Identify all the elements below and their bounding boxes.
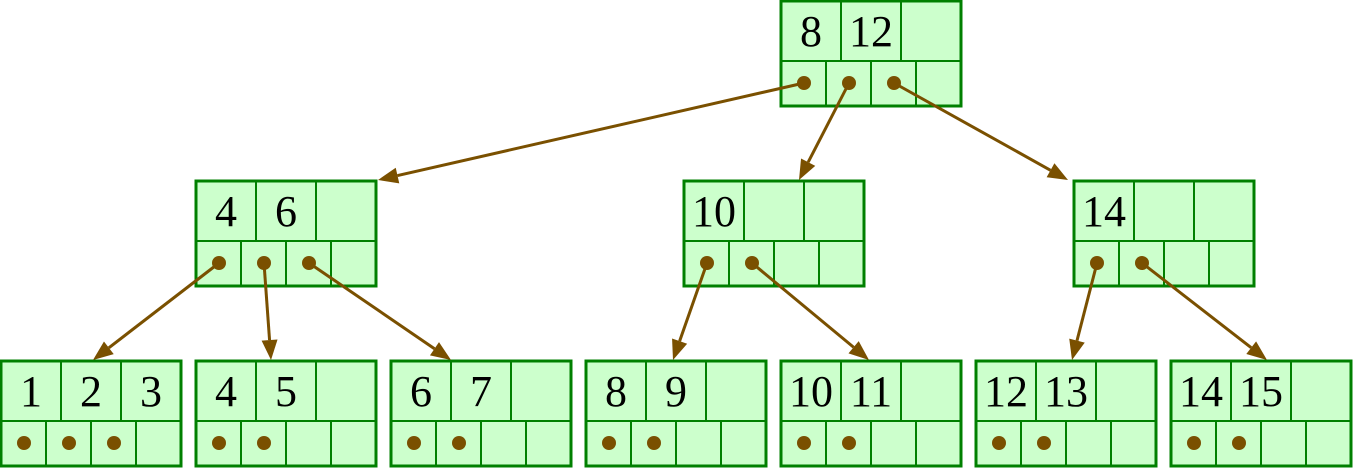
node-key: 4 — [215, 187, 237, 236]
pointer-dot — [17, 436, 31, 450]
node-key: 6 — [410, 367, 432, 416]
root-node: 8 12 — [779, 0, 963, 108]
node-key: 9 — [665, 367, 687, 416]
child-pointers — [93, 81, 1267, 360]
node-key: 2 — [80, 367, 102, 416]
node-key: 12 — [849, 7, 893, 56]
pointer-dot — [1037, 436, 1051, 450]
child-pointer-arrow — [397, 81, 805, 178]
pointer-dot — [1187, 436, 1201, 450]
node-key: 8 — [605, 367, 627, 416]
child-pointer-arrow — [751, 261, 855, 349]
node-key: 14 — [1179, 367, 1223, 416]
arrowhead — [93, 341, 114, 360]
pointer-dot — [1232, 436, 1246, 450]
child-pointer-arrow — [1141, 261, 1253, 349]
node-key: 14 — [1082, 187, 1126, 236]
node-key: 15 — [1239, 367, 1283, 416]
arrowhead — [1246, 341, 1267, 360]
pointer-dot — [107, 436, 121, 450]
pointer-dot — [212, 436, 226, 450]
arrowhead — [429, 342, 451, 360]
node-key: 5 — [275, 367, 297, 416]
node-key: 7 — [470, 367, 492, 416]
arrowhead — [672, 338, 688, 360]
leaf-node: 14 15 — [1169, 359, 1353, 468]
child-pointer-arrow — [806, 82, 851, 163]
node-key: 10 — [692, 187, 736, 236]
node-key: 1 — [20, 367, 42, 416]
arrowhead — [1069, 338, 1085, 360]
child-pointer-arrow — [893, 81, 1052, 172]
node-key: 10 — [789, 367, 833, 416]
arrowhead — [261, 339, 278, 360]
node-key: 8 — [800, 7, 822, 56]
pointer-dot — [797, 436, 811, 450]
child-pointer-arrow — [107, 261, 220, 349]
pointer-dot — [407, 436, 421, 450]
internal-node: 10 — [682, 179, 866, 288]
internal-node: 14 — [1072, 179, 1256, 288]
node-key: 11 — [850, 367, 892, 416]
node-key: 3 — [140, 367, 162, 416]
node-key: 6 — [275, 187, 297, 236]
child-pointer-arrow — [678, 262, 709, 342]
arrowhead — [378, 167, 400, 184]
arrowhead — [799, 158, 816, 180]
pointer-dot — [992, 436, 1006, 450]
child-pointer-arrow — [262, 262, 272, 341]
pointer-dot — [452, 436, 466, 450]
child-pointer-arrow — [1075, 262, 1099, 342]
pointer-dot — [602, 436, 616, 450]
node-key: 4 — [215, 367, 237, 416]
pointer-dot — [842, 436, 856, 450]
leaf-node: 10 11 — [779, 359, 963, 468]
node-key: 13 — [1044, 367, 1088, 416]
child-pointer-arrow — [308, 261, 436, 350]
pointer-dot — [62, 436, 76, 450]
pointer-dot — [647, 436, 661, 450]
node-key: 12 — [984, 367, 1028, 416]
leaf-node: 12 13 — [974, 359, 1158, 468]
arrowhead — [848, 341, 869, 360]
pointer-dot — [257, 436, 271, 450]
arrowhead — [1046, 163, 1068, 180]
